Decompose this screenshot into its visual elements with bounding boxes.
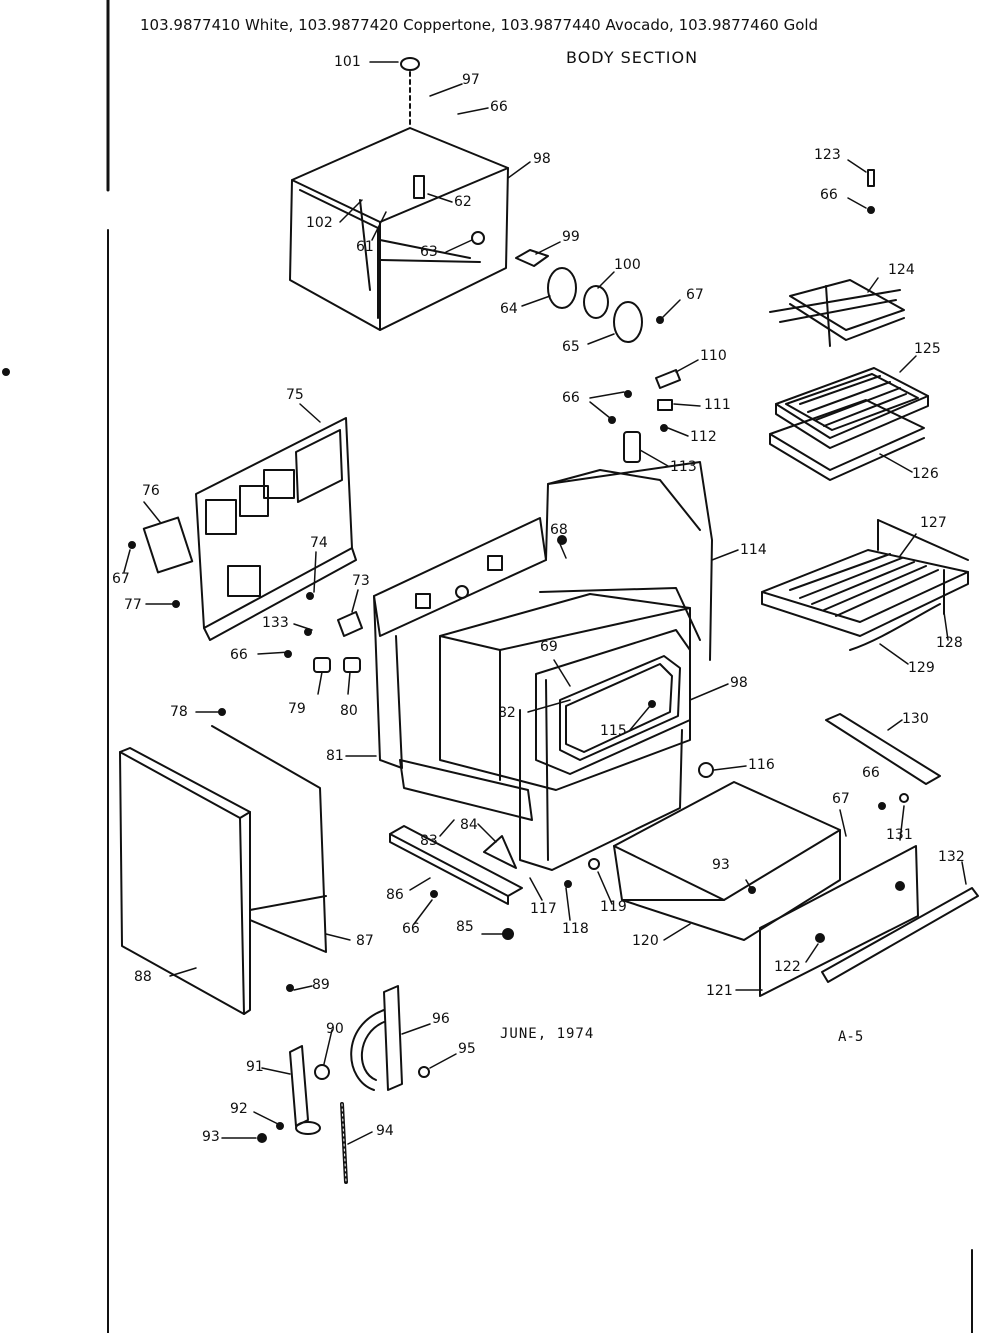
part-label: 124 [888,262,915,278]
part-label: 66 [402,921,420,937]
section-title: BODY SECTION [566,48,699,67]
part-label: 84 [460,817,478,833]
part-label: 66 [862,765,880,781]
handle-assembly [257,985,430,1184]
broiler-rack [769,279,905,347]
scan-edge-lines [2,0,973,1333]
bottom-rails [389,825,523,940]
part-label: 102 [306,215,333,231]
broiler-pan [769,367,929,481]
part-label: 114 [740,542,767,558]
top-liner-box [289,57,509,331]
part-label: 83 [420,833,438,849]
part-label: 118 [562,921,589,937]
part-label: 100 [614,257,641,273]
part-label: 131 [886,827,913,843]
part-label: 111 [704,397,731,413]
part-label: 110 [700,348,727,364]
part-label: 65 [562,339,580,355]
rear-panel [128,417,357,641]
part-label: 73 [352,573,370,589]
part-label: 126 [912,466,939,482]
side-panels [119,708,327,1015]
part-label: 86 [386,887,404,903]
part-label: 120 [632,933,659,949]
small-fasteners [608,169,875,463]
part-label: 98 [533,151,551,167]
part-label: 133 [262,615,289,631]
part-label: 97 [462,72,480,88]
part-label: 123 [814,147,841,163]
part-label: 67 [686,287,704,303]
part-label: 67 [112,571,130,587]
date-stamp: JUNE, 1974 [500,1026,595,1042]
part-label: 129 [908,660,935,676]
part-label: 119 [600,899,627,915]
leader-lines [123,61,967,1145]
part-label: 66 [490,99,508,115]
part-label: 66 [820,187,838,203]
part-label: 88 [134,969,152,985]
part-label: 95 [458,1041,476,1057]
part-label: 116 [748,757,775,773]
part-label: 117 [530,901,557,917]
part-label: 101 [334,54,361,70]
part-label: 113 [670,459,697,475]
storage-drawer [564,713,979,997]
part-label: 93 [712,857,730,873]
part-label: 99 [562,229,580,245]
part-label: 85 [456,919,474,935]
part-label: 125 [914,341,941,357]
part-label: 132 [938,849,965,865]
part-label: 75 [286,387,304,403]
part-label: 80 [340,703,358,719]
main-cabinet-frame [373,461,713,871]
part-label: 121 [706,983,733,999]
switch-brackets [284,592,363,673]
part-label: 93 [202,1129,220,1145]
part-label: 66 [562,390,580,406]
part-label: 67 [832,791,850,807]
part-label: 98 [730,675,748,691]
part-label: 81 [326,748,344,764]
part-label: 122 [774,959,801,975]
page-code: A-5 [838,1029,864,1045]
part-label: 69 [540,639,558,655]
part-label: 92 [230,1101,248,1117]
part-label: 94 [376,1123,394,1139]
part-label: 128 [936,635,963,651]
part-label: 82 [498,705,516,721]
part-label: 90 [326,1021,344,1037]
oven-liner [399,593,714,821]
model-list-title: 103.9877410 White, 103.9877420 Copperton… [140,16,819,34]
part-label: 74 [310,535,328,551]
part-label: 62 [454,194,472,210]
part-label: 66 [230,647,248,663]
part-label: 78 [170,704,188,720]
part-label: 68 [550,522,568,538]
part-label: 61 [356,239,374,255]
part-label: 63 [420,244,438,260]
part-label: 87 [356,933,374,949]
part-label: 64 [500,301,518,317]
part-label: 79 [288,701,306,717]
part-label: 115 [600,723,627,739]
oven-rack [761,519,969,651]
burner-ring-parts [515,249,664,343]
part-label: 112 [690,429,717,445]
part-label: 127 [920,515,947,531]
part-label: 96 [432,1011,450,1027]
part-label: 91 [246,1059,264,1075]
part-label: 77 [124,597,142,613]
part-label: 89 [312,977,330,993]
part-label: 130 [902,711,929,727]
part-label: 76 [142,483,160,499]
